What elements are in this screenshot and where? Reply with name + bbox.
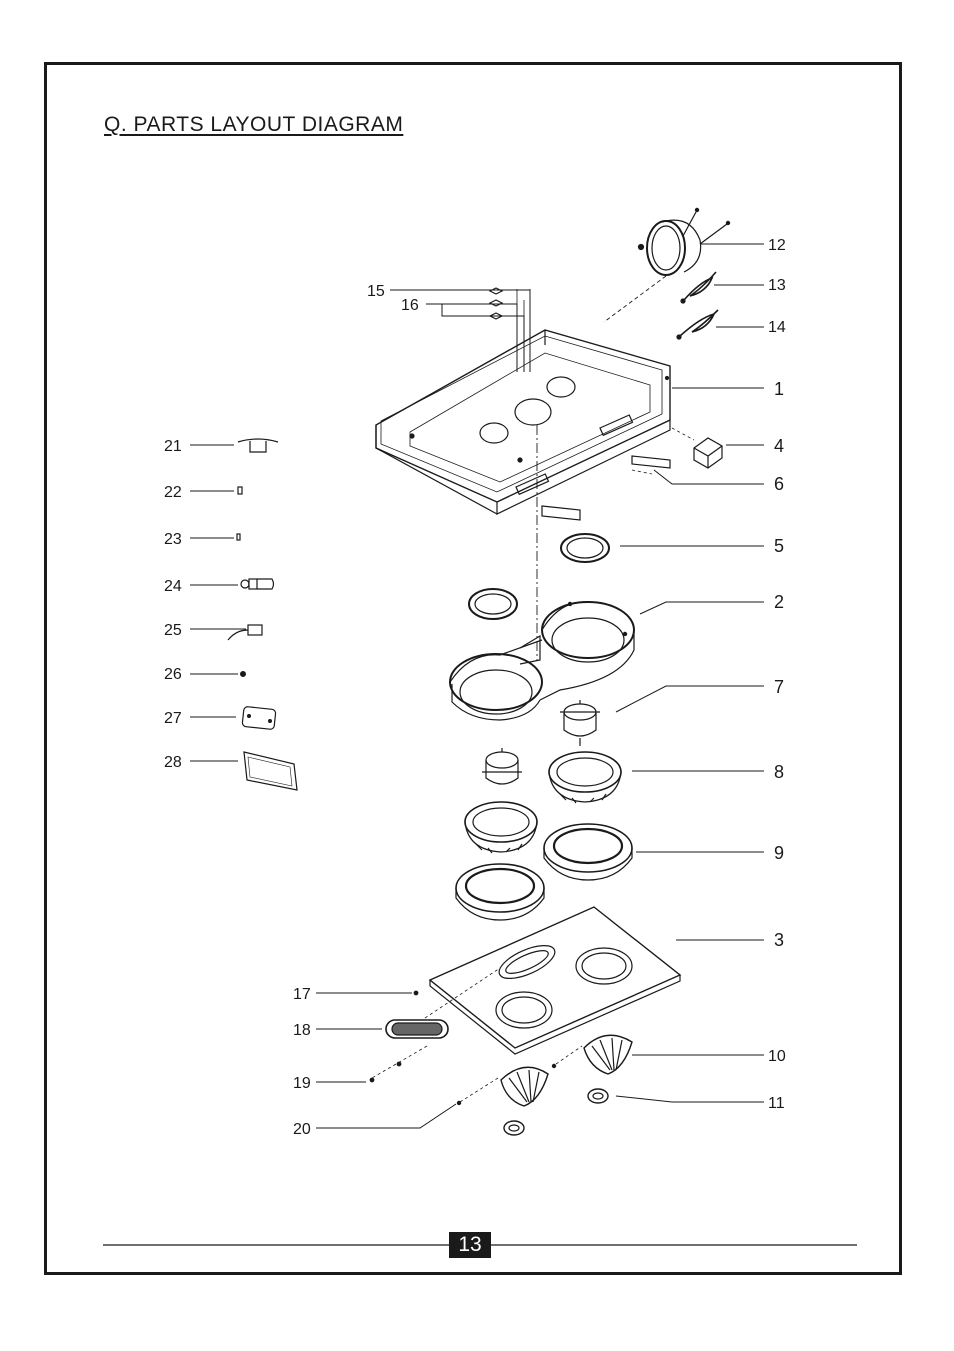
part-knob-11 — [587, 1088, 609, 1104]
callout-15: 15 — [367, 283, 385, 300]
callout-5: 5 — [774, 536, 784, 556]
callout-23: 23 — [164, 531, 182, 548]
part-ring-5b — [468, 588, 518, 620]
callout-4: 4 — [774, 436, 784, 456]
part-cover-28 — [243, 751, 298, 791]
part-filter-10 — [551, 1034, 633, 1075]
callout-27: 27 — [164, 710, 182, 727]
part-fan-wheel-right — [548, 751, 622, 804]
part-bracket-21 — [237, 438, 279, 453]
page-number: 13 — [449, 1232, 491, 1258]
callout-21: 21 — [164, 438, 182, 455]
part-motor-left — [482, 748, 522, 785]
part-filter-brackets — [541, 455, 671, 521]
page-frame — [44, 62, 902, 1275]
callout-17: 17 — [293, 986, 311, 1003]
part-screw-17 — [413, 990, 419, 996]
callout-28: 28 — [164, 754, 182, 771]
part-blower-housing — [449, 601, 635, 721]
callout-24: 24 — [164, 578, 182, 595]
callout-1: 1 — [774, 379, 784, 399]
part-plate-27 — [241, 706, 277, 730]
part-bulb-24 — [240, 578, 275, 590]
callout-20: 20 — [293, 1121, 311, 1138]
part-ring-5 — [560, 533, 610, 563]
part-screw-22 — [237, 486, 243, 495]
callout-13: 13 — [768, 277, 786, 294]
part-screw-19 — [369, 1077, 375, 1083]
part-wire-13 — [683, 271, 717, 301]
part-nut-26 — [240, 670, 247, 677]
part-screw-23 — [236, 533, 241, 541]
callout-10: 10 — [768, 1048, 786, 1065]
callout-25: 25 — [164, 622, 182, 639]
callout-8: 8 — [774, 762, 784, 782]
part-filter-20 — [456, 1066, 549, 1107]
callout-11: 11 — [768, 1095, 785, 1112]
part-bottom-panel — [428, 906, 682, 1055]
callout-18: 18 — [293, 1022, 311, 1039]
part-duct-collar — [603, 207, 731, 323]
part-fan-wheel-left — [464, 801, 538, 854]
callout-19: 19 — [293, 1075, 311, 1092]
part-wire-connector-25 — [227, 624, 263, 641]
part-knob-11b — [503, 1120, 525, 1136]
part-ring-9-left — [455, 863, 545, 921]
callout-6: 6 — [774, 474, 784, 494]
callout-16: 16 — [401, 297, 419, 314]
part-ring-9-right — [543, 823, 633, 881]
part-hood-body — [375, 289, 671, 660]
callout-14: 14 — [768, 319, 786, 336]
part-motor-right — [560, 700, 600, 746]
callout-22: 22 — [164, 484, 182, 501]
callout-7: 7 — [774, 677, 784, 697]
part-junction-box — [671, 427, 723, 469]
leader-lines — [190, 243, 764, 1129]
part-wire-14 — [679, 309, 719, 337]
callout-labels: 12 13 14 1 4 6 5 2 7 8 9 3 10 11 15 16 1… — [164, 237, 786, 1138]
callout-9: 9 — [774, 843, 784, 863]
callout-3: 3 — [774, 930, 784, 950]
callout-12: 12 — [768, 237, 786, 254]
page-title: Q. PARTS LAYOUT DIAGRAM — [104, 113, 404, 136]
callout-2: 2 — [774, 592, 784, 612]
callout-26: 26 — [164, 666, 182, 683]
